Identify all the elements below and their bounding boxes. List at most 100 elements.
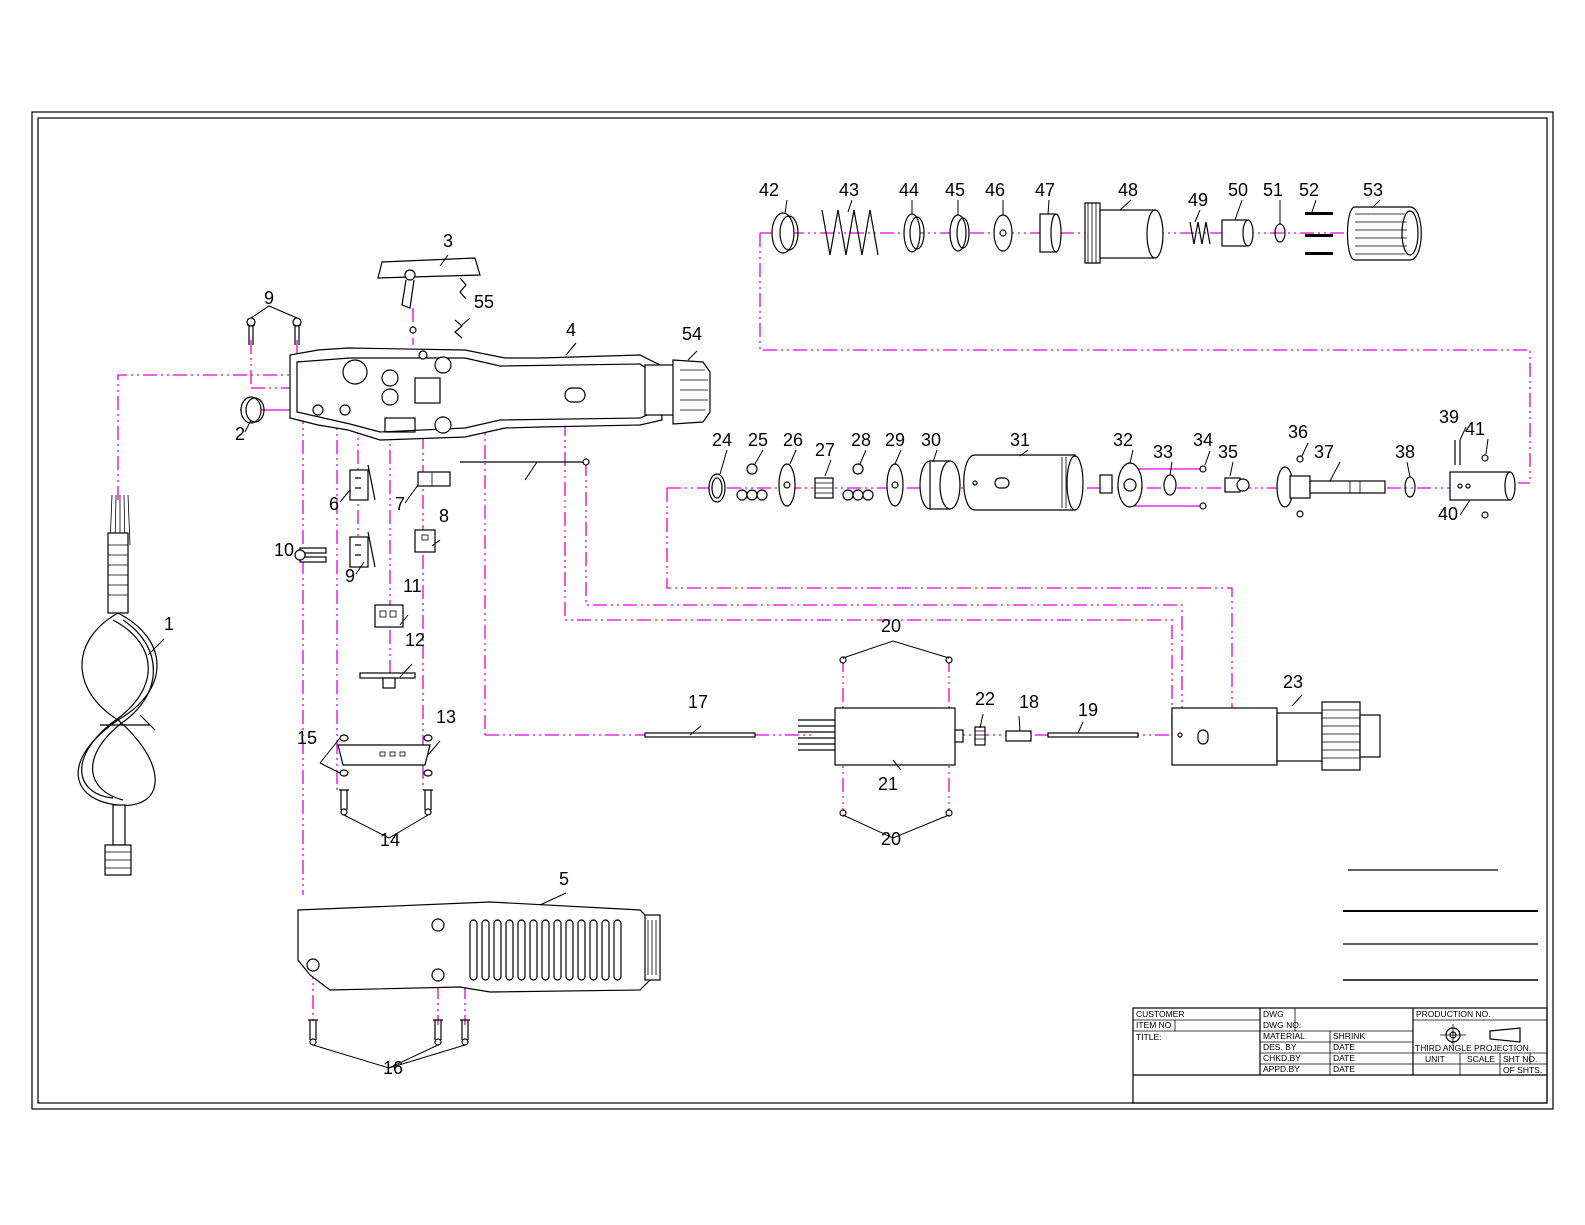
part-label-49: 49 (1188, 190, 1208, 210)
part-label-39: 39 (1439, 407, 1459, 427)
grip-rib (577, 919, 586, 981)
part-17-shaft (644, 732, 756, 738)
part-label-12: 12 (405, 630, 425, 650)
part-49-spring (1189, 221, 1211, 245)
part-33-bushing (1163, 474, 1177, 496)
part-label-2: 2 (235, 424, 245, 444)
grip-rib (541, 919, 550, 981)
part-label-44: 44 (899, 180, 919, 200)
part-label-37: 37 (1314, 442, 1334, 462)
part-3-trigger-cover (377, 257, 481, 334)
part-label-35: 35 (1218, 442, 1238, 462)
tb-customer: CUSTOMER (1136, 1009, 1185, 1019)
inner-frame (37, 117, 1548, 1104)
part-47-sleeve (1039, 213, 1062, 253)
part-20-screws (839, 656, 953, 817)
part-8-block (414, 529, 436, 553)
tb-material: MATERIAL (1263, 1031, 1305, 1041)
part-24-oring (708, 473, 726, 503)
part-label-29: 29 (885, 430, 905, 450)
tb-date-3: DATE (1333, 1064, 1355, 1074)
part-label-40: 40 (1438, 504, 1458, 524)
tb-item-no: ITEM NO (1136, 1020, 1172, 1030)
part-6-switch (349, 464, 376, 501)
title-block: CUSTOMER ITEM NO TITLE: DWG DWG NO: MATE… (1132, 1007, 1548, 1104)
part-label-25: 25 (748, 430, 768, 450)
part-label-8: 8 (439, 506, 449, 526)
part-13-pcb (337, 744, 431, 766)
part-label-26: 26 (783, 430, 803, 450)
part-label-33: 33 (1153, 442, 1173, 462)
tb-dwg-no: DWG NO: (1263, 1020, 1301, 1030)
part-25-gears (736, 463, 768, 501)
part-label-19: 19 (1078, 700, 1098, 720)
part-7-pin (417, 471, 451, 487)
part-label-27: 27 (815, 440, 835, 460)
tb-production-no: PRODUCTION NO. (1416, 1009, 1491, 1019)
part-27-gear (814, 477, 834, 499)
part-52-clips (1305, 212, 1333, 255)
part-21-motor (798, 707, 964, 766)
tb-des-by: DES. BY (1263, 1042, 1297, 1052)
part-43-spring (821, 209, 879, 256)
part-9b-switch (349, 531, 376, 568)
part-30-ring (919, 460, 961, 510)
grip-rib (601, 919, 610, 981)
part-label-24: 24 (712, 430, 732, 450)
tb-appd-by: APPD.BY (1263, 1064, 1300, 1074)
part-41-balls (1481, 454, 1489, 519)
part-4-housing (289, 347, 663, 441)
part-label-55: 55 (474, 292, 494, 312)
part-label-22: 22 (975, 689, 995, 709)
part-9-screws (246, 317, 302, 345)
part-22-pinion (974, 726, 986, 746)
tb-date-1: DATE (1333, 1042, 1355, 1052)
part-29-carrier (886, 463, 904, 507)
part-label-31: 31 (1010, 430, 1030, 450)
part-23-gearbox (1171, 701, 1381, 771)
part-label-14: 14 (380, 830, 400, 850)
part-55-wire (460, 458, 590, 466)
part-19-shaft (1047, 732, 1139, 738)
leader-lines (147, 199, 1489, 1069)
part-label-16: 16 (383, 1058, 403, 1078)
part-label-7: 7 (395, 494, 405, 514)
tb-title: TITLE: (1136, 1032, 1162, 1042)
part-35-plunger (1224, 477, 1250, 493)
part-26-carrier (778, 463, 796, 507)
part-label-18: 18 (1019, 692, 1039, 712)
part-label-13: 13 (436, 707, 456, 727)
part-42-cap (771, 212, 799, 254)
part-label-51: 51 (1263, 180, 1283, 200)
part-label-1: 1 (164, 614, 174, 634)
part-label-42: 42 (759, 180, 779, 200)
part-38-clip (1404, 476, 1416, 498)
part-50-bushing (1221, 219, 1254, 247)
part-label-54: 54 (682, 324, 702, 344)
part-39-pins (1454, 440, 1461, 465)
grip-rib (505, 919, 514, 981)
part-45-spring-washer (949, 214, 970, 252)
part-label-36: 36 (1288, 422, 1308, 442)
part-37-spindle (1276, 466, 1386, 508)
tb-chkd-by: CHKD.BY (1263, 1053, 1301, 1063)
part-40-sleeve (1449, 471, 1516, 501)
part-1-cable (77, 494, 158, 876)
grip-rib (613, 919, 622, 981)
part-label-15: 15 (297, 728, 317, 748)
part-label-10: 10 (274, 540, 294, 560)
third-angle-projection-symbol (1440, 1024, 1521, 1046)
part-label-46: 46 (985, 180, 1005, 200)
part-label-20: 20 (881, 616, 901, 636)
part-34-balls (1199, 465, 1207, 510)
part-label-28: 28 (851, 430, 871, 450)
part-10-screws (294, 547, 327, 563)
part-label-23: 23 (1283, 672, 1303, 692)
part-54-end-cap (644, 359, 711, 425)
tb-shrink: SHRINK (1333, 1031, 1365, 1041)
part-label-6: 6 (329, 494, 339, 514)
part-label-5: 5 (559, 869, 569, 889)
grip-rib (553, 919, 562, 981)
tb-sht-no: SHT NO. (1503, 1054, 1537, 1064)
